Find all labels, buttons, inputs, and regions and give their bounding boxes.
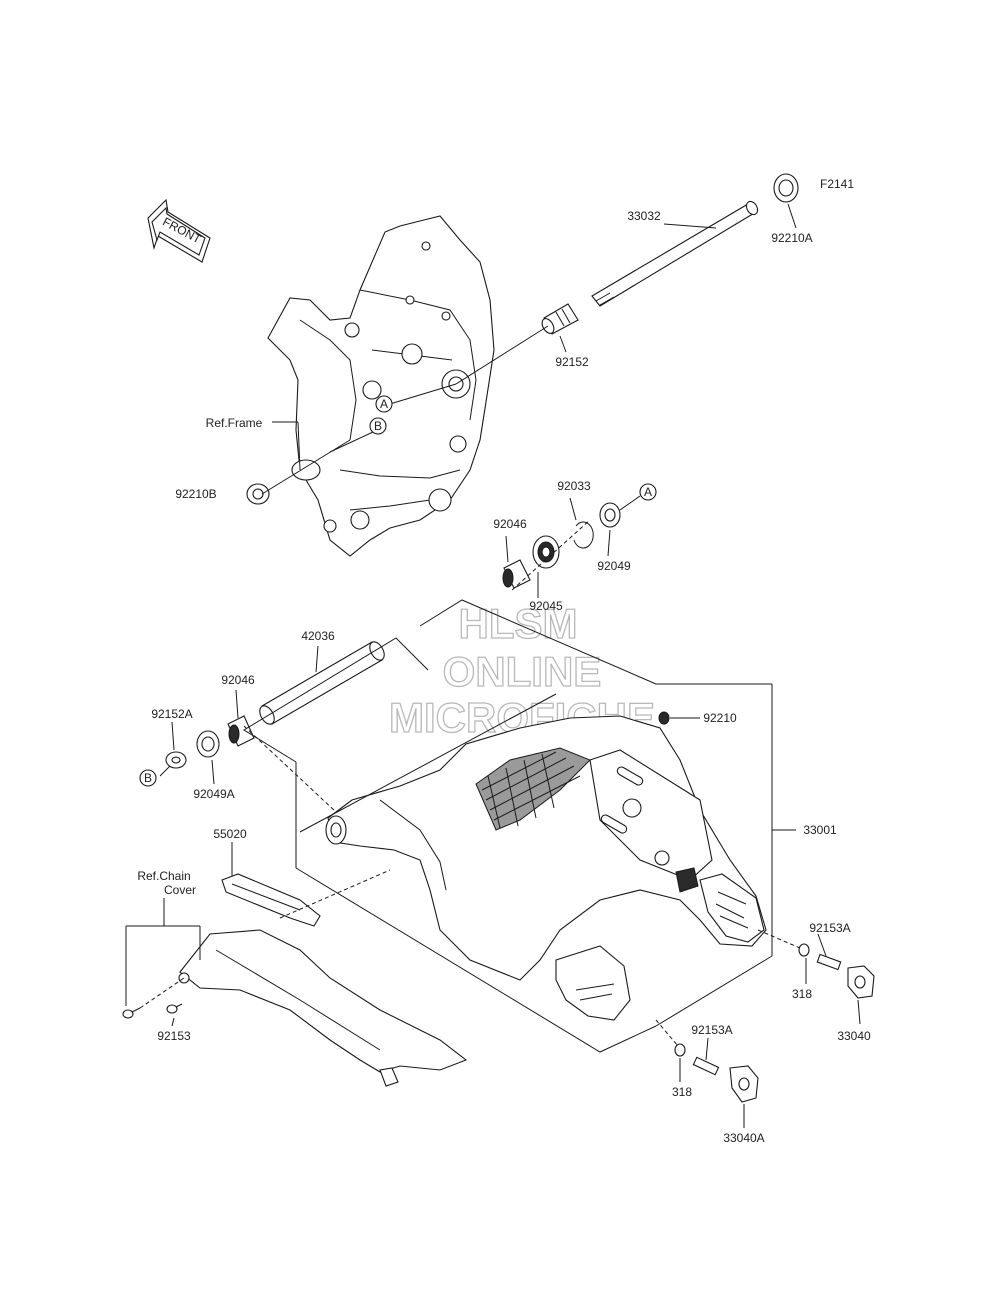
label-55020: 55020 [213, 827, 247, 841]
label-33040a: 33040A [723, 1131, 764, 1145]
label-33001: 33001 [803, 823, 837, 837]
callout-a-top-letter: A [380, 397, 388, 411]
label-92046-left: 92046 [221, 673, 255, 687]
callout-b-bottom: B [139, 769, 157, 787]
label-318-bottom: 318 [672, 1085, 692, 1099]
label-42036: 42036 [301, 629, 335, 643]
callout-a-right-letter: A [644, 485, 652, 499]
seal-92049a [196, 730, 220, 758]
circlip-92033 [573, 521, 594, 549]
adjuster-right [798, 943, 875, 999]
assembly-brackets [243, 599, 657, 1053]
label-92153: 92153 [157, 1029, 191, 1043]
needle-bearing-92046-left [227, 715, 255, 747]
label-92049a: 92049A [193, 787, 234, 801]
label-92045: 92045 [529, 599, 563, 613]
label-92153a-bottom: 92153A [691, 1023, 732, 1037]
label-33040: 33040 [837, 1029, 871, 1043]
frame-drawing [267, 215, 495, 557]
nut-92210a [773, 173, 799, 203]
label-92152a: 92152A [151, 707, 192, 721]
label-ref-cover: Cover [164, 883, 196, 897]
label-92153a-right: 92153A [809, 921, 850, 935]
leader-lines [125, 203, 861, 1128]
front-arrow-icon: FRONT [147, 198, 211, 263]
pivot-shaft [591, 200, 759, 307]
label-318-right: 318 [792, 987, 812, 1001]
label-ref-chain: Ref.Chain [137, 869, 190, 883]
collar-92152 [541, 303, 579, 335]
watermark-line-2: ONLINE [443, 648, 602, 695]
label-ref-frame: Ref.Frame [206, 416, 263, 430]
needle-bearing-92046-top [502, 559, 531, 589]
chain-guide-55020 [221, 873, 321, 927]
callout-b-frame-letter: B [374, 419, 382, 433]
nut-92210 [658, 711, 670, 725]
diagram-code: F2141 [820, 177, 854, 191]
bearing-92045 [532, 535, 560, 569]
callout-a-top: A [375, 395, 393, 413]
seal-92049 [599, 502, 621, 528]
adjuster-bottom [674, 1043, 759, 1103]
label-33032: 33032 [627, 209, 661, 223]
callout-a-right: A [639, 483, 657, 501]
chain-cover [178, 929, 468, 1087]
label-92210b: 92210B [175, 487, 216, 501]
callout-b-frame: B [369, 417, 387, 435]
nut-92210b [246, 483, 270, 505]
collar-92152a [165, 751, 187, 769]
label-92210: 92210 [703, 711, 737, 725]
label-92049: 92049 [597, 559, 631, 573]
callout-b-bottom-letter: B [144, 771, 152, 785]
label-92046-top: 92046 [493, 517, 527, 531]
label-92152: 92152 [555, 355, 589, 369]
label-92033: 92033 [557, 479, 591, 493]
label-92210a: 92210A [771, 231, 812, 245]
swingarm-drawing [325, 715, 767, 1021]
bolt-92153 [122, 1003, 183, 1019]
